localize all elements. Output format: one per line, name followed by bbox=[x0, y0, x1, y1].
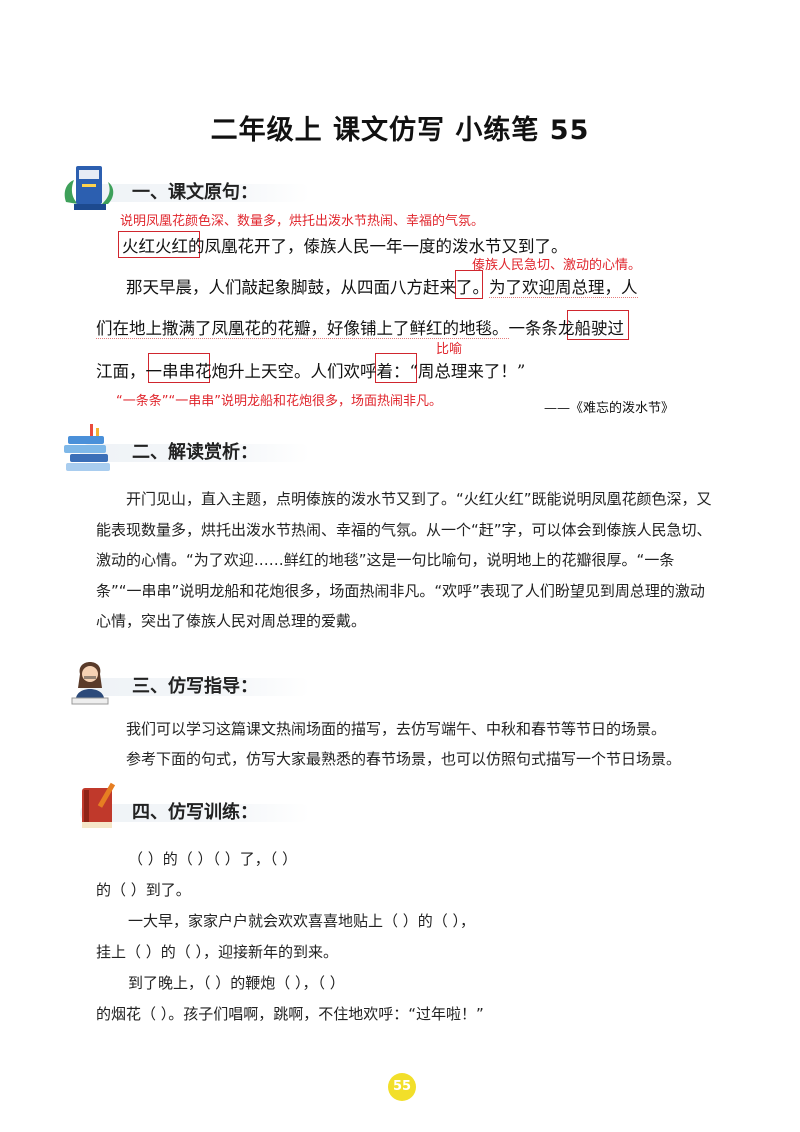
source-citation: ——《难忘的泼水节》 bbox=[544, 401, 675, 416]
practice-line-6: 的烟花（ ）。孩子们唱啊，跳啊，不住地欢呼：“过年啦！” bbox=[96, 1005, 484, 1023]
practice-line-1: （ ）的（ ）（ ）了，（ ） bbox=[128, 850, 298, 868]
annotation-eager: 傣族人民急切、激动的心情。 bbox=[472, 258, 642, 273]
section-header-original: 一、课文原句： bbox=[60, 160, 460, 220]
guide-paragraph: 我们可以学习这篇课文热闹场面的描写，去仿写端午、中秋和春节等节日的场景。 参考下… bbox=[126, 720, 682, 768]
highlight-box bbox=[148, 353, 210, 383]
annotation-metaphor: 比喻 bbox=[436, 342, 463, 357]
page-title: 二年级上 课文仿写 小练笔 55 bbox=[210, 115, 590, 146]
practice-line-5: 到了晚上，（ ）的鞭炮（ ），（ ） bbox=[128, 974, 345, 992]
highlight-box bbox=[375, 353, 417, 383]
analysis-paragraph: 开门见山，直入主题，点明傣族的泼水节又到了。“火红火红”既能说明凤凰花颜色深，又… bbox=[96, 490, 712, 630]
section-title-practice: 四、仿写训练： bbox=[132, 802, 258, 823]
original-line-3: 们在地上撒满了凤凰花的花瓣，好像铺上了鲜红的地毯。一条条龙船驶过 bbox=[96, 319, 624, 339]
practice-line-4: 挂上（ ）的（ ），迎接新年的到来。 bbox=[96, 943, 339, 961]
pencil-book-icon bbox=[82, 782, 116, 828]
annotation-many: “一条条”“一串串”说明龙船和花炮很多，场面热闹非凡。 bbox=[116, 394, 442, 409]
page-number-badge: 55 bbox=[388, 1073, 416, 1101]
highlight-box bbox=[118, 231, 200, 258]
original-line-2: 那天早晨，人们敲起象脚鼓，从四面八方赶来了。为了欢迎周总理，人 bbox=[126, 278, 638, 298]
section-title-analysis: 二、解读赏析： bbox=[132, 442, 258, 463]
teacher-icon bbox=[71, 662, 109, 705]
highlight-box bbox=[455, 270, 483, 299]
book-icon bbox=[64, 166, 114, 210]
annotation-color: 说明凤凰花颜色深、数量多，烘托出泼水节热闹、幸福的气氛。 bbox=[120, 214, 485, 229]
section-header-guide: 三、仿写指导： bbox=[60, 654, 460, 714]
section-header-practice: 四、仿写训练： bbox=[60, 780, 460, 840]
practice-line-2: 的（ ）到了。 bbox=[96, 881, 191, 899]
original-line-1: 火红火红的凤凰花开了，傣族人民一年一度的泼水节又到了。 bbox=[122, 237, 568, 256]
original-line-4: 江面，一串串花炮升上天空。人们欢呼着：“周总理来了！” bbox=[96, 362, 526, 381]
section-header-analysis: 二、解读赏析： bbox=[60, 420, 460, 480]
books-stack-icon bbox=[64, 424, 110, 471]
section-title-guide: 三、仿写指导： bbox=[132, 676, 258, 697]
highlight-box bbox=[567, 310, 629, 340]
section-title-original: 一、课文原句： bbox=[132, 182, 258, 203]
practice-line-3: 一大早，家家户户就会欢欢喜喜地贴上（ ）的（ ）， bbox=[128, 912, 476, 930]
